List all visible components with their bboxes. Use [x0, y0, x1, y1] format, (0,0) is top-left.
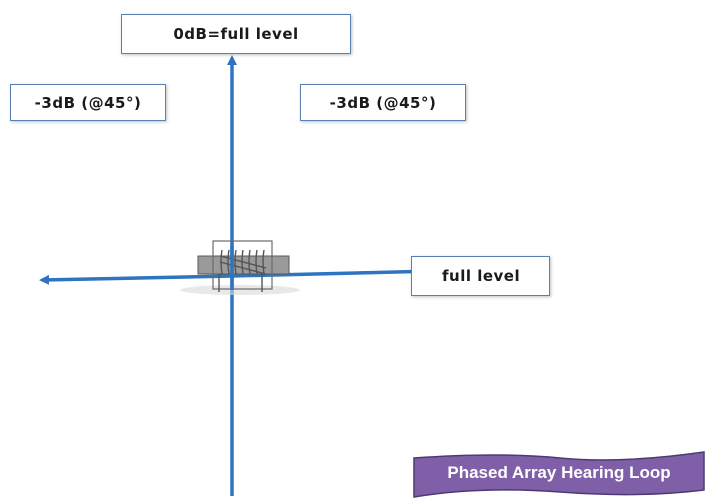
horizontal-axis-left [39, 274, 233, 285]
upper-left-label: -3dB (@45°) [34, 93, 142, 112]
upper-right-label: -3dB (@45°) [329, 93, 437, 112]
right-label-box: full level [411, 256, 550, 296]
horizontal-axis-right [231, 266, 439, 278]
upper-right-label-box: -3dB (@45°) [300, 84, 466, 121]
top-label-box: 0dB=full level [121, 14, 351, 54]
right-label: full level [442, 267, 521, 285]
loop-coil-icon [180, 240, 300, 295]
upper-left-label-box: -3dB (@45°) [10, 84, 166, 121]
top-label: 0dB=full level [173, 25, 299, 43]
diagram-title: Phased Array Hearing Loop [447, 463, 671, 482]
title-banner-shape [413, 451, 705, 498]
